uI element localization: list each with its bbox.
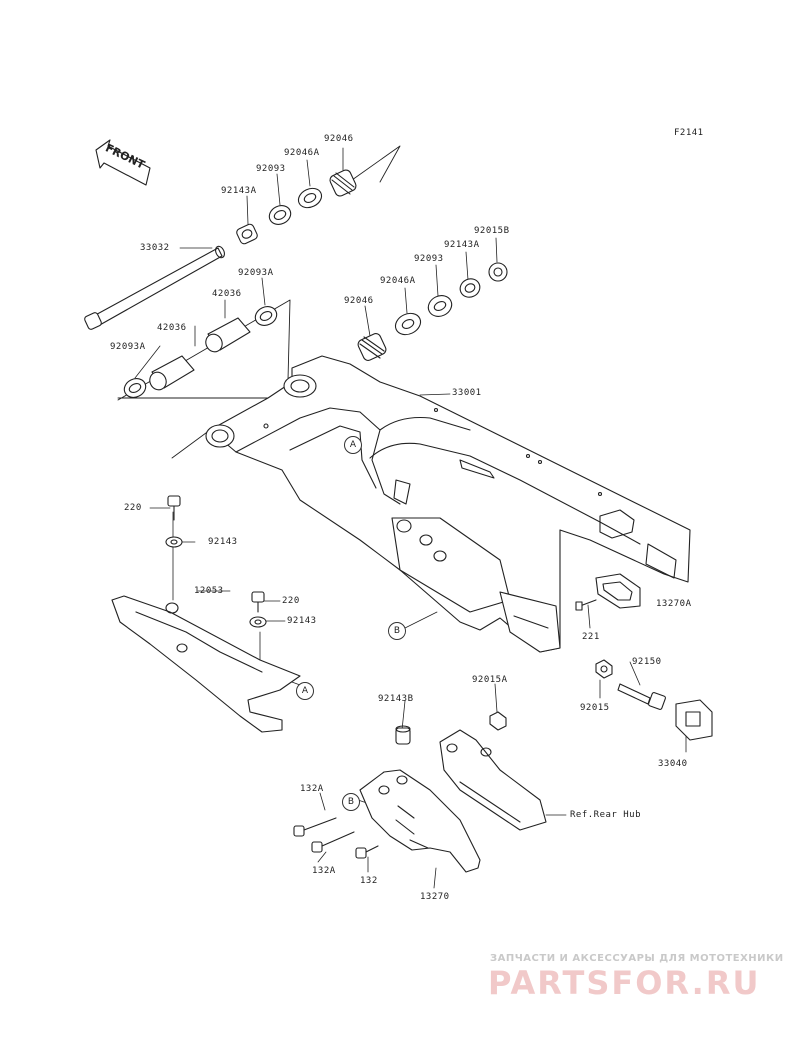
part-label-92093a-top: 92093A bbox=[238, 268, 274, 278]
guide-block-ref-rear-hub bbox=[439, 729, 547, 831]
collar-92143b bbox=[395, 725, 411, 745]
bolt-132a-lower bbox=[311, 831, 355, 853]
bolt-220-lower bbox=[251, 591, 265, 613]
washer-92143-upper bbox=[165, 536, 183, 548]
part-label-92015a: 92015A bbox=[472, 675, 508, 685]
diagram-code: F2141 bbox=[674, 128, 704, 138]
seal-92093a-upper bbox=[254, 306, 278, 326]
nut-92015a bbox=[489, 711, 507, 731]
washer-92143a-right bbox=[459, 278, 481, 298]
part-label-132a-low: 132A bbox=[312, 866, 336, 876]
callout-a-swingarm: A bbox=[344, 436, 362, 454]
part-label-220-a: 220 bbox=[124, 503, 142, 513]
washer-top bbox=[236, 223, 258, 245]
part-label-42036-low: 42036 bbox=[157, 323, 187, 333]
part-label-33001: 33001 bbox=[452, 388, 482, 398]
part-label-92093a-low: 92093A bbox=[110, 342, 146, 352]
part-label-92143-a: 92143 bbox=[208, 537, 238, 547]
adjuster-block-33040 bbox=[675, 699, 713, 741]
part-label-92046a-right: 92046A bbox=[380, 276, 416, 286]
part-label-92015b: 92015B bbox=[474, 226, 510, 236]
chain-slider-12053 bbox=[111, 595, 301, 733]
bolt-132a-upper bbox=[293, 817, 337, 837]
nut-92015 bbox=[595, 659, 613, 679]
chain-guide-13270 bbox=[359, 769, 481, 873]
adjuster-plate-13270a bbox=[595, 573, 641, 609]
swingarm-33001 bbox=[205, 355, 691, 653]
part-label-92015: 92015 bbox=[580, 703, 610, 713]
part-label-132a-top: 132A bbox=[300, 784, 324, 794]
watermark-logo: PARTSFOR.RU bbox=[488, 964, 761, 1002]
bolt-132 bbox=[355, 845, 379, 859]
part-label-42036-top: 42036 bbox=[212, 289, 242, 299]
part-label-92150: 92150 bbox=[632, 657, 662, 667]
watermark-tagline: ЗАПЧАСТИ И АКСЕССУАРЫ ДЛЯ МОТОТЕХНИКИ bbox=[490, 953, 784, 964]
nut-92015b bbox=[488, 262, 508, 282]
bearing-92046-right bbox=[357, 333, 387, 361]
bolt-221 bbox=[575, 599, 597, 611]
part-label-13270: 13270 bbox=[420, 892, 450, 902]
part-label-92143b: 92143B bbox=[378, 694, 414, 704]
seal-92046a-right bbox=[394, 312, 422, 336]
callout-b-guide: B bbox=[342, 793, 360, 811]
part-label-92143a-right: 92143A bbox=[444, 240, 480, 250]
callout-b-swingarm: B bbox=[388, 622, 406, 640]
collar-42036-upper bbox=[205, 317, 251, 353]
pivot-bearing-top bbox=[329, 169, 357, 197]
part-label-33032: 33032 bbox=[140, 243, 170, 253]
part-label-132: 132 bbox=[360, 876, 378, 886]
part-label-92046-right: 92046 bbox=[344, 296, 374, 306]
part-label-92093-top: 92093 bbox=[256, 164, 286, 174]
seal-92093a-lower bbox=[123, 378, 147, 398]
part-label-92046a-top: 92046A bbox=[284, 148, 320, 158]
part-label-12053: 12053 bbox=[194, 586, 224, 596]
callout-a-slider: A bbox=[296, 682, 314, 700]
collar-top bbox=[268, 205, 292, 225]
washer-92143-lower bbox=[249, 616, 267, 628]
part-label-13270a: 13270A bbox=[656, 599, 692, 609]
adjuster-bolt-92150 bbox=[617, 683, 666, 710]
part-label-ref-rear-hub: Ref.Rear Hub bbox=[570, 810, 642, 820]
collar-42036-lower bbox=[149, 355, 195, 391]
part-label-221: 221 bbox=[582, 632, 600, 642]
part-label-33040: 33040 bbox=[658, 759, 688, 769]
oil-seal-top bbox=[297, 187, 323, 209]
part-label-92143a-top: 92143A bbox=[221, 186, 257, 196]
pivot-shaft-33032 bbox=[84, 245, 225, 330]
bolt-220-upper bbox=[167, 495, 181, 521]
part-label-220-b: 220 bbox=[282, 596, 300, 606]
part-label-92046-top: 92046 bbox=[324, 134, 354, 144]
part-label-92143-b: 92143 bbox=[287, 616, 317, 626]
collar-92093-right bbox=[427, 295, 453, 317]
part-label-92093-right: 92093 bbox=[414, 254, 444, 264]
front-arrow-icon bbox=[95, 139, 151, 186]
